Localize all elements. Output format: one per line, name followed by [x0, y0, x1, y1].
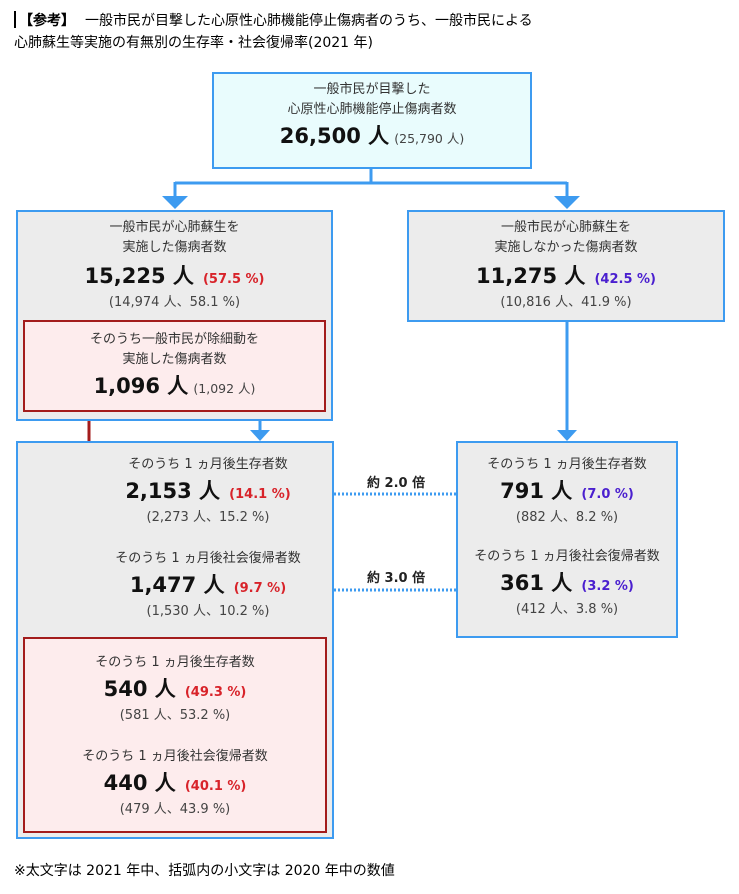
- cpr-not-performed-label-line-2: 実施しなかった傷病者数: [494, 240, 638, 255]
- defibrillation-outcome-box: そのうち 1 ヵ月後生存者数 540 人 (49.3 %) (581 人、53.…: [23, 637, 327, 833]
- cpr-not-performed-outcome-box: そのうち 1 ヵ月後生存者数 791 人 (7.0 %) (882 人、8.2 …: [456, 441, 678, 638]
- defib-survival-prev: (581 人、53.2 %): [119, 708, 231, 723]
- cpr-not-performed-social-count: 361 人: [500, 571, 573, 595]
- reference-label: 【参考】: [19, 13, 75, 29]
- cpr-performed-social-count: 1,477 人: [129, 573, 225, 597]
- cpr-performed-count: 15,225 人: [84, 264, 194, 288]
- cpr-performed-social-group: そのうち 1 ヵ月後社会復帰者数 1,477 人 (9.7 %) (1,530 …: [78, 549, 338, 621]
- cpr-not-performed-social-percent: (3.2 %): [581, 579, 634, 594]
- title-bar-marker: [14, 11, 16, 28]
- cpr-not-performed-prev: (10,816 人、41.9 %): [500, 295, 632, 310]
- cpr-performed-prev: (14,974 人、58.1 %): [108, 295, 241, 310]
- title-line-2: 心肺蘇生等実施の有無別の生存率・社会復帰率(2021 年): [14, 35, 374, 51]
- cpr-not-performed-survival-percent: (7.0 %): [581, 487, 634, 502]
- defib-count: 1,096 人: [93, 374, 189, 398]
- defibrillation-box: そのうち一般市民が除細動を 実施した傷病者数 1,096 人 (1,092 人): [23, 320, 326, 412]
- defib-survival-percent: (49.3 %): [184, 685, 247, 700]
- defib-prev-count: (1,092 人): [193, 381, 256, 396]
- cpr-performed-survival-count: 2,153 人: [125, 479, 221, 503]
- root-count: 26,500 人: [279, 124, 390, 148]
- cpr-performed-survival-group: そのうち 1 ヵ月後生存者数 2,153 人 (14.1 %) (2,273 人…: [78, 455, 338, 527]
- social-ratio-label: 約 3.0 倍: [367, 571, 426, 586]
- defib-social-label: そのうち 1 ヵ月後社会復帰者数: [82, 749, 268, 764]
- cpr-not-performed-survival-prev: (882 人、8.2 %): [515, 510, 619, 525]
- cpr-performed-survival-label: そのうち 1 ヵ月後生存者数: [128, 457, 288, 472]
- defib-social-percent: (40.1 %): [184, 779, 247, 794]
- cpr-not-performed-percent: (42.5 %): [594, 272, 656, 287]
- footnote: ※太文字は 2021 年中、括弧内の小文字は 2020 年中の数値: [14, 863, 395, 879]
- figure-title: 【参考】一般市民が目撃した心原性心肺機能停止傷病者のうち、一般市民による 心肺蘇…: [14, 10, 533, 54]
- cpr-not-performed-survival-label: そのうち 1 ヵ月後生存者数: [487, 457, 647, 472]
- root-box: 一般市民が目撃した 心原性心肺機能停止傷病者数 26,500 人 (25,790…: [212, 72, 532, 169]
- right-down-arrowhead: [557, 430, 577, 441]
- root-label-line-2: 心原性心肺機能停止傷病者数: [287, 102, 457, 117]
- cpr-performed-survival-percent: (14.1 %): [229, 487, 291, 502]
- cpr-performed-label-line-2: 実施した傷病者数: [122, 240, 227, 255]
- left-down-arrowhead: [250, 430, 270, 441]
- left-branch-arrowhead: [162, 196, 188, 209]
- survival-ratio-label: 約 2.0 倍: [367, 476, 426, 491]
- root-label-line-1: 一般市民が目撃した: [313, 82, 431, 97]
- cpr-performed-social-prev: (1,530 人、10.2 %): [146, 604, 270, 619]
- defib-label-line-2: 実施した傷病者数: [122, 352, 227, 367]
- title-line-1: 一般市民が目撃した心原性心肺機能停止傷病者のうち、一般市民による: [85, 13, 533, 29]
- cpr-performed-survival-prev: (2,273 人、15.2 %): [146, 510, 270, 525]
- defib-social-count: 440 人: [103, 771, 176, 795]
- cpr-performed-percent: (57.5 %): [202, 272, 265, 287]
- defib-label-line-1: そのうち一般市民が除細動を: [89, 332, 259, 347]
- root-prev-count: (25,790 人): [394, 131, 465, 146]
- cpr-performed-social-percent: (9.7 %): [233, 581, 287, 596]
- defib-survival-label: そのうち 1 ヵ月後生存者数: [95, 655, 255, 670]
- cpr-not-performed-social-prev: (412 人、3.8 %): [515, 602, 619, 617]
- defib-survival-count: 540 人: [103, 677, 176, 701]
- cpr-performed-social-label: そのうち 1 ヵ月後社会復帰者数: [115, 551, 301, 566]
- cpr-not-performed-count: 11,275 人: [476, 264, 586, 288]
- cpr-performed-label-line-1: 一般市民が心肺蘇生を: [109, 220, 240, 235]
- right-branch-arrowhead: [554, 196, 580, 209]
- cpr-not-performed-survival-count: 791 人: [500, 479, 573, 503]
- cpr-not-performed-box: 一般市民が心肺蘇生を 実施しなかった傷病者数 11,275 人 (42.5 %)…: [407, 210, 725, 322]
- cpr-not-performed-label-line-1: 一般市民が心肺蘇生を: [500, 220, 631, 235]
- cpr-not-performed-social-label: そのうち 1 ヵ月後社会復帰者数: [474, 549, 660, 564]
- defib-social-prev: (479 人、43.9 %): [119, 802, 231, 817]
